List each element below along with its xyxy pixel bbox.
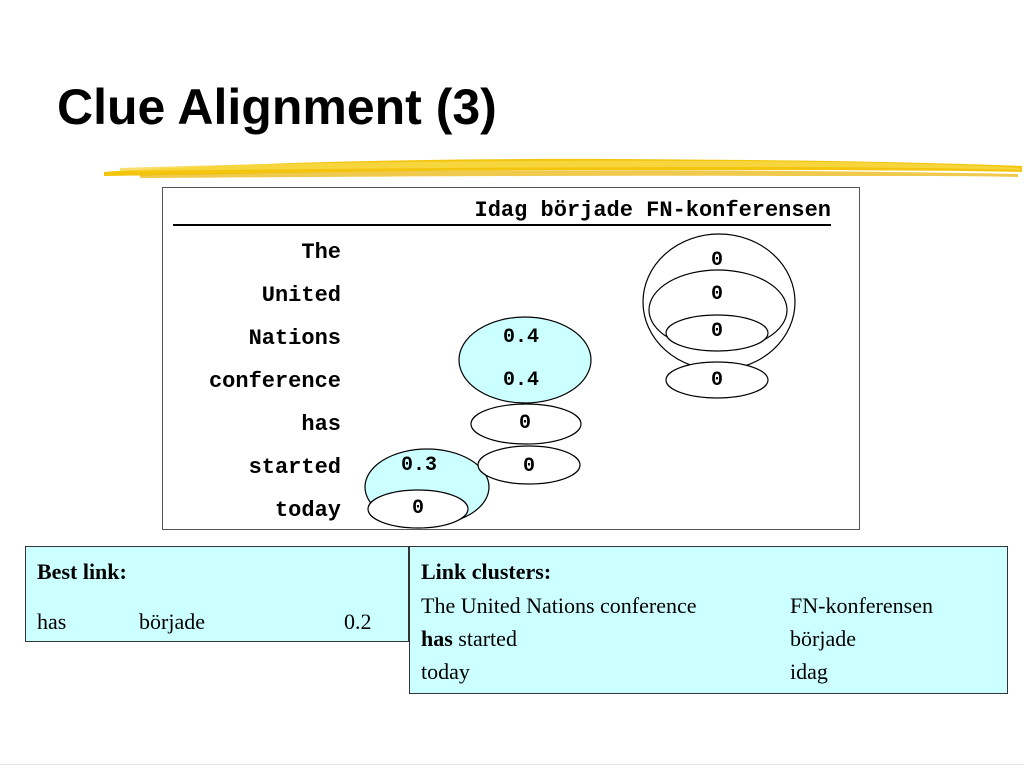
cell-started-borjade: 0	[522, 455, 535, 478]
cell-nations-konferensen: 0	[710, 320, 723, 343]
best-link-heading: Best link:	[37, 559, 127, 584]
row-label-today: today	[274, 498, 341, 523]
alignment-matrix: Idag började FN-konferensen The United N…	[162, 187, 860, 530]
cluster-source-3: today	[421, 659, 470, 684]
cell-ellipse-today-idag	[367, 489, 469, 529]
cell-ellipse-nations-konf	[665, 314, 769, 352]
row-label-nations: Nations	[248, 326, 341, 351]
cluster-target-2: började	[790, 626, 856, 651]
row-label-the: The	[301, 240, 341, 265]
best-link-source: has	[37, 609, 67, 634]
cell-the-konferensen: 0	[710, 249, 723, 272]
row-label-conference: conference	[208, 369, 341, 394]
cluster-target-3: idag	[790, 659, 828, 684]
cell-started-idag: 0.3	[400, 454, 437, 477]
best-link-box: Best link: has började 0.2	[25, 546, 409, 642]
best-link-score: 0.2	[344, 609, 372, 634]
cell-conference-konferensen: 0	[710, 369, 723, 392]
row-label-united: United	[261, 283, 341, 308]
row-label-has: has	[301, 412, 341, 437]
link-clusters-heading: Link clusters:	[421, 559, 552, 584]
matrix-header-rule	[173, 224, 831, 226]
cell-nations-borjade: 0.4	[502, 326, 539, 349]
cluster-source-2: has started	[421, 626, 517, 651]
cluster-source-1: The United Nations conference	[421, 593, 697, 618]
alignment-ellipses	[364, 233, 796, 529]
cell-ellipse-conference-konf	[665, 361, 769, 399]
cluster-target-1: FN-konferensen	[790, 593, 933, 618]
best-link-target: började	[139, 609, 205, 634]
cell-conference-borjade: 0.4	[502, 369, 539, 392]
title-underline-swoosh	[104, 158, 1022, 178]
matrix-header: Idag började FN-konferensen	[474, 198, 831, 223]
slide-title: Clue Alignment (3)	[57, 79, 497, 135]
link-clusters-box: Link clusters: The United Nations confer…	[409, 546, 1008, 694]
row-label-started: started	[248, 455, 341, 480]
cell-today-idag: 0	[411, 497, 424, 520]
cell-ellipse-started-borjade	[477, 445, 581, 485]
slide-bottom-rule	[0, 764, 1024, 765]
cell-has-borjade: 0	[518, 412, 531, 435]
cell-ellipse-has-borjade	[470, 403, 582, 445]
cell-united-konferensen: 0	[710, 283, 723, 306]
cluster-ellipse-nations-conference	[458, 316, 592, 404]
